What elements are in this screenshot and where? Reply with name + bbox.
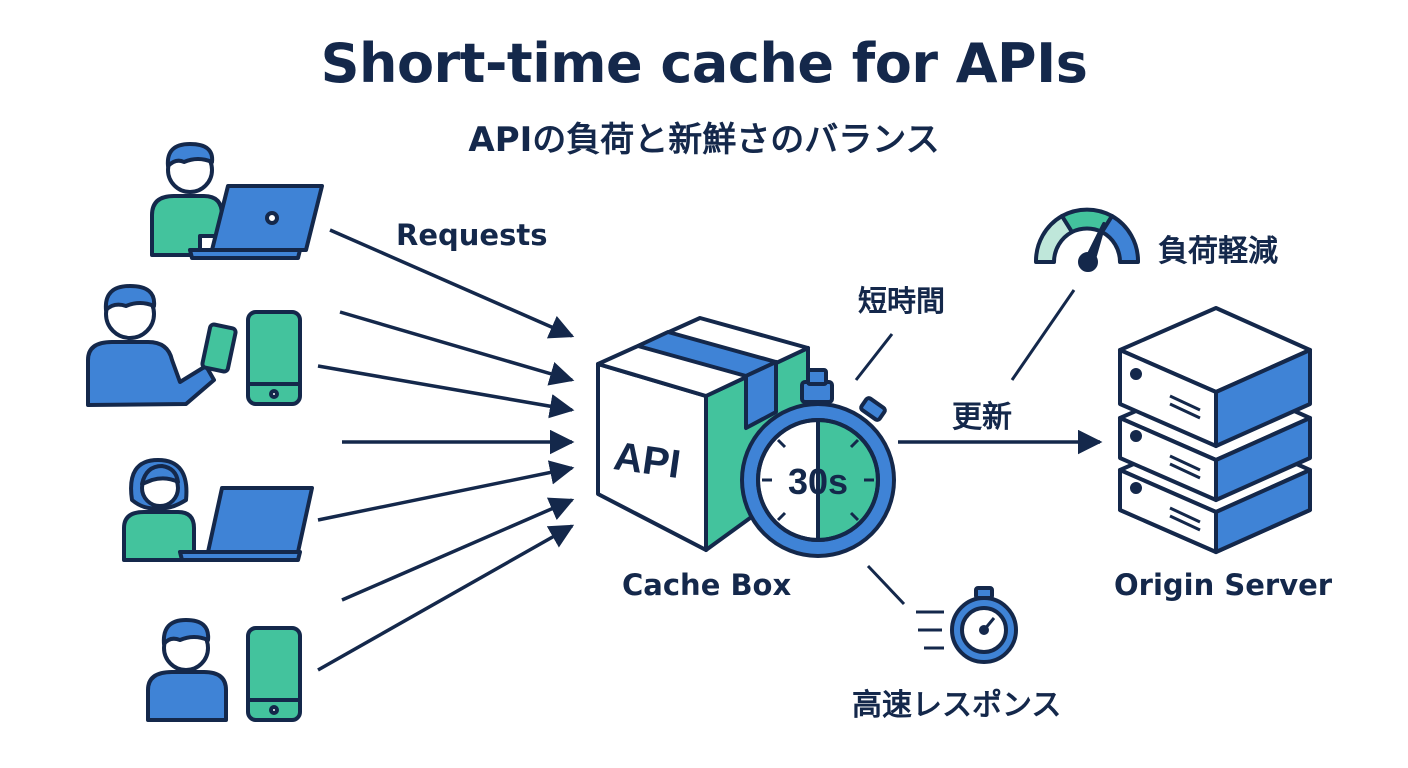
user-phone-bottom-icon	[146, 618, 302, 722]
fast-response-icon	[916, 586, 1018, 664]
request-arrow-3	[317, 364, 575, 419]
request-arrow-7	[317, 524, 575, 672]
diagram-title: Short-time cache for APIs	[320, 32, 1088, 95]
origin-server-icon	[1118, 306, 1312, 554]
diagram-subtitle: APIの負荷と新鮮さのバランス	[468, 120, 940, 160]
request-arrows	[317, 228, 575, 672]
connector-lines	[854, 289, 1076, 606]
request-arrow-2	[339, 310, 575, 386]
fast-response-label: 高速レスポンス	[852, 688, 1062, 723]
short-time-label: 短時間	[858, 284, 946, 318]
requests-label: Requests	[396, 218, 548, 252]
user-laptop-bottom-icon	[122, 458, 314, 562]
timer-label: 30s	[788, 461, 848, 502]
load-gauge-icon	[1033, 207, 1141, 272]
load-reduction-label: 負荷軽減	[1158, 234, 1278, 269]
cache-box-label: Cache Box	[622, 568, 792, 602]
box-api-label: API	[611, 434, 683, 487]
request-arrow-5	[317, 460, 575, 522]
user-phone-icon	[86, 284, 302, 407]
user-laptop-top-icon	[150, 142, 324, 260]
update-label: 更新	[952, 400, 1012, 435]
request-arrow-6	[341, 497, 575, 602]
request-arrow-1	[329, 228, 575, 339]
stopwatch-30s-icon: 30s	[740, 368, 896, 558]
origin-server-label: Origin Server	[1114, 568, 1333, 602]
